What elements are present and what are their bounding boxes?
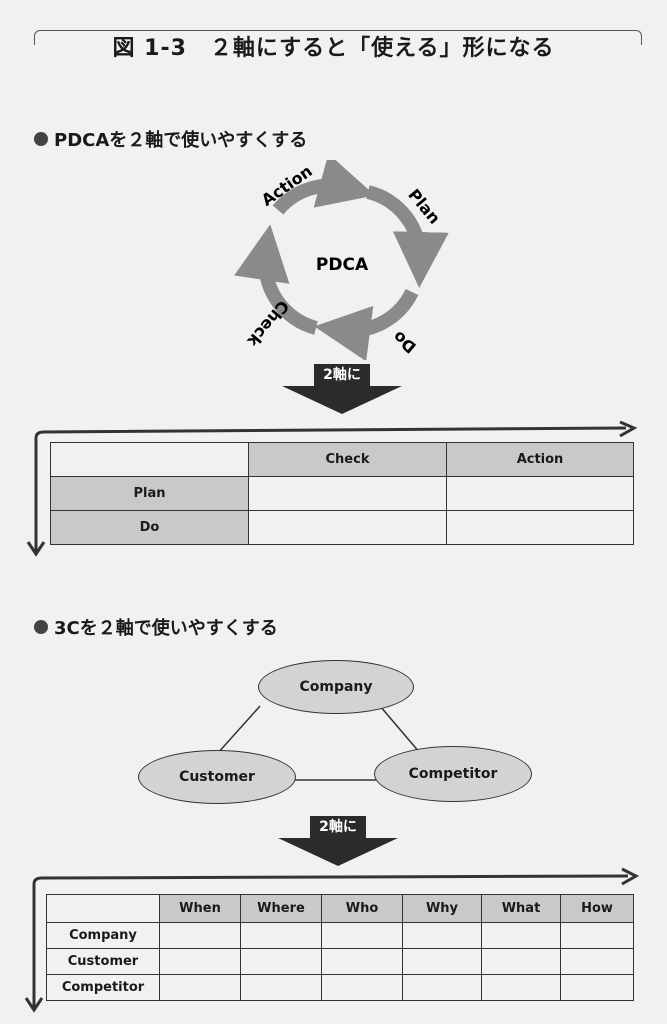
bullet-icon	[34, 620, 48, 634]
table1-row-plan: Plan	[50, 476, 249, 511]
table2-col-where: Where	[240, 894, 322, 923]
section2-heading: 3Cを２軸で使いやすくする	[34, 614, 278, 640]
table-cell	[481, 922, 561, 949]
axis-arrows-2	[24, 867, 640, 1013]
title-frame	[34, 30, 642, 45]
table-cell	[159, 922, 241, 949]
table-cell	[402, 974, 482, 1001]
table-cell	[240, 974, 322, 1001]
table-cell	[402, 922, 482, 949]
table-cell	[446, 476, 634, 511]
table-cell	[402, 948, 482, 975]
figure-title: 図 1-3 ２軸にすると「使える」形になる	[112, 36, 555, 61]
table-cell	[560, 922, 634, 949]
section2-heading-text: 3Cを２軸で使いやすくする	[54, 618, 278, 639]
section1-heading-text: PDCAを２軸で使いやすくする	[54, 130, 308, 151]
node-company: Company	[258, 660, 414, 714]
table2-row-company: Company	[46, 922, 160, 949]
cycle-arrow-left	[234, 224, 319, 335]
table-cell	[159, 974, 241, 1001]
node-competitor: Competitor	[374, 746, 532, 802]
table-cell	[248, 476, 447, 511]
cycle-center-label: PDCA	[316, 255, 369, 275]
table2-col-what: What	[481, 894, 561, 923]
table2-col-who: Who	[321, 894, 403, 923]
table-cell	[481, 948, 561, 975]
3c-table: When Where Who Why What How Company Cust…	[46, 894, 634, 1001]
cycle-arrow-bottom	[314, 288, 419, 360]
cycle-arrow-top	[272, 160, 376, 215]
table-cell	[248, 510, 447, 545]
table1-col-action: Action	[446, 442, 634, 477]
transform-label-1: 2軸に	[314, 364, 370, 386]
table2-corner	[46, 894, 160, 923]
table-cell	[321, 922, 403, 949]
table2-col-when: When	[159, 894, 241, 923]
down-arrow-icon	[278, 838, 398, 866]
table-cell	[560, 948, 634, 975]
table-cell	[560, 974, 634, 1001]
bullet-icon	[34, 132, 48, 146]
table-cell	[481, 974, 561, 1001]
table-cell	[321, 948, 403, 975]
pdca-cycle-diagram: PDCA Action Plan Do Check	[234, 160, 449, 360]
cycle-arrow-right	[366, 185, 449, 288]
table-cell	[159, 948, 241, 975]
transform-label-2: 2軸に	[310, 816, 366, 838]
table-cell	[240, 922, 322, 949]
table-cell	[321, 974, 403, 1001]
cycle-step-do: Do	[389, 327, 420, 357]
table-cell	[240, 948, 322, 975]
table1-row-do: Do	[50, 510, 249, 545]
down-arrow-icon	[282, 386, 402, 414]
table2-col-why: Why	[402, 894, 482, 923]
table2-row-competitor: Competitor	[46, 974, 160, 1001]
pdca-table: Check Action Plan Do	[50, 442, 634, 545]
transform-arrow-2: 2軸に	[278, 816, 398, 868]
node-customer: Customer	[138, 750, 296, 804]
axis-arrows-1	[26, 420, 638, 557]
table2-row-customer: Customer	[46, 948, 160, 975]
table2-col-how: How	[560, 894, 634, 923]
table-cell	[446, 510, 634, 545]
transform-arrow-1: 2軸に	[282, 364, 402, 416]
cycle-step-check: Check	[243, 297, 293, 351]
table1-col-check: Check	[248, 442, 447, 477]
section1-heading: PDCAを２軸で使いやすくする	[34, 126, 307, 152]
table1-corner	[50, 442, 249, 477]
